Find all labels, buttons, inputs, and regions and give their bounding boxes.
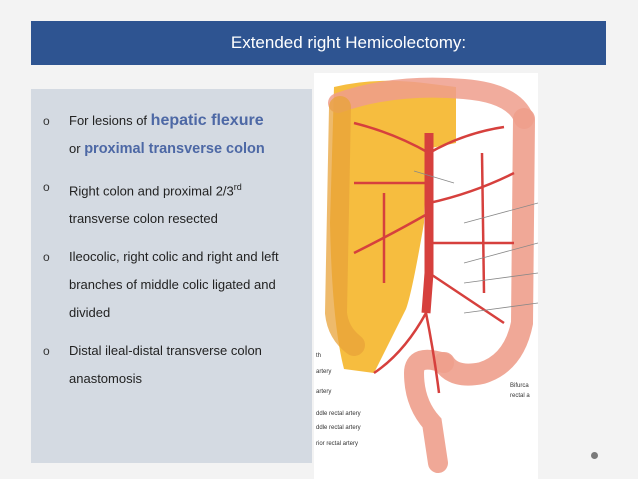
bullet-2-superscript: rd <box>233 182 242 192</box>
descending-colon <box>433 108 535 386</box>
arterial-branches <box>353 121 515 394</box>
figure-label-3: artery <box>316 389 331 395</box>
colon-anatomy-figure: th artery artery ddle rectal artery ddle… <box>314 73 538 479</box>
transverse-colon <box>328 77 534 129</box>
bullet-1-prefix-2: or <box>69 141 81 156</box>
bullet-4-text: Distal ileal-distal transverse colon ana… <box>69 343 262 387</box>
figure-label-2: artery <box>316 369 331 375</box>
figure-label-4: ddle rectal artery <box>316 411 361 417</box>
bullet-2-text-b: transverse colon resected <box>69 211 218 227</box>
figure-label-8: rectal a <box>510 393 530 399</box>
label-leader-lines <box>413 170 538 314</box>
aorta <box>421 133 434 314</box>
bullet-item-4: o Distal ileal-distal transverse colon a… <box>43 337 313 393</box>
rectum <box>403 349 454 473</box>
bullet-item-2: o Right colon and proximal 2/3rd transve… <box>43 173 313 233</box>
slide-title-bar: Extended right Hemicolectomy: <box>31 21 606 65</box>
bullet-marker: o <box>43 114 50 128</box>
bullet-panel: o For lesions of hepatic flexure or prox… <box>31 89 312 463</box>
bullet-marker: o <box>43 344 50 359</box>
bullet-1-highlight-2: proximal transverse colon <box>84 141 265 157</box>
bullet-1-highlight: hepatic flexure <box>150 112 264 129</box>
bullet-1-prefix: For lesions of <box>69 113 148 128</box>
bullet-2-text-a: Right colon and proximal 2/3 <box>69 183 234 199</box>
bullet-item-3: o Ileocolic, right colic and right and l… <box>43 243 313 327</box>
bullet-marker: o <box>43 180 50 194</box>
bullet-3-text: Ileocolic, right colic and right and lef… <box>69 249 279 321</box>
figure-label-1: th <box>316 353 321 359</box>
bullet-list: o For lesions of hepatic flexure or prox… <box>43 107 313 393</box>
slide-indicator-dot <box>591 452 598 459</box>
figure-label-6: rior rectal artery <box>316 441 358 447</box>
figure-label-7: Bifurca <box>510 383 529 389</box>
bullet-marker: o <box>43 250 50 265</box>
ascending-colon <box>324 96 365 356</box>
figure-label-5: ddle rectal artery <box>316 425 361 431</box>
bullet-item-1: o For lesions of hepatic flexure or prox… <box>43 107 313 163</box>
slide-title: Extended right Hemicolectomy: <box>230 33 467 52</box>
